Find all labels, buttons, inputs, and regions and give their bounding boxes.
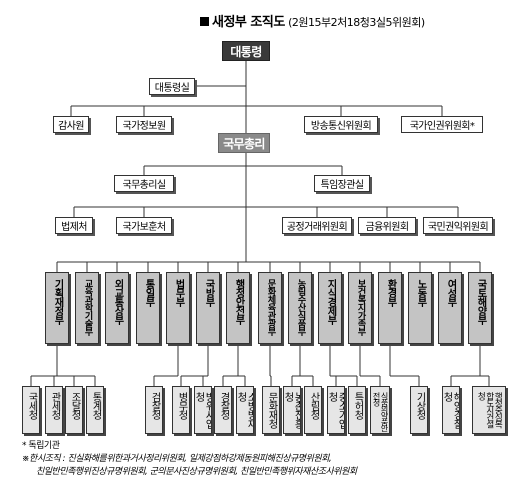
ministry-label: 국방부: [203, 279, 214, 306]
note-temp-line-2: 친일반민족행위진상규명위원회, 군의문사진상규명위원회, 친일반민족행위자재산조…: [36, 467, 357, 477]
ministry-label: 외교통상부: [112, 279, 123, 324]
agency-box: 관세청: [45, 386, 63, 434]
pm-office-box: 국무총리실: [114, 175, 174, 192]
agency-label: 농촌진흥청: [283, 392, 301, 428]
agency-box: 특허청: [348, 386, 366, 434]
ministry-label: 여성부: [445, 279, 456, 306]
special-affairs-box: 특임장관실: [314, 175, 370, 192]
agency-box: 소방방재청: [236, 386, 254, 434]
ministry-box: 환경부: [378, 272, 402, 344]
chart-title-main: 새정부 조직도: [212, 15, 285, 30]
nis-box: 국가정보원: [116, 116, 172, 133]
ministry-label: 노동부: [415, 279, 426, 306]
veterans-box: 국가보훈처: [116, 217, 172, 234]
footnotes: * 독립기관 ※한시조직 : 진실화해를위한과거사정리위원회, 일제강점하강제동…: [22, 440, 357, 479]
ministry-box: 지식경제부: [318, 272, 342, 344]
agency-box: 농촌진흥청: [283, 386, 301, 434]
agency-label: 국세청: [26, 392, 37, 419]
human-rights-commission-box: 국가인권위원회*: [401, 116, 483, 133]
agency-label: 검찰청: [149, 392, 160, 419]
acrc-box: 국민권익위원회: [423, 217, 493, 234]
square-bullet-icon: [200, 17, 209, 26]
agency-label: 통계청: [90, 392, 101, 419]
agency-box: 병무청: [172, 386, 190, 434]
agency-label: 경찰청: [218, 392, 229, 419]
ministry-label: 지식경제부: [325, 279, 336, 324]
chart-title: 새정부 조직도 (2원15부2처18청3실5위원회): [200, 11, 425, 30]
agency-box: 해양경찰청: [442, 386, 460, 434]
kcc-box: 방송통신위원회: [304, 116, 378, 133]
ministry-box: 보건복지가족부: [348, 272, 372, 344]
ministry-label: 기획재정부: [52, 279, 63, 324]
agency-box: 산림청: [304, 386, 322, 434]
ftc-box: 공정거래위원회: [282, 217, 352, 234]
agency-box: 행정중심복합도시건설청: [472, 386, 506, 434]
ministry-box: 농림수산식품부: [288, 272, 312, 344]
agency-box: 기상청: [410, 386, 428, 434]
agency-label: 특허청: [352, 392, 363, 419]
note-temp-line-1: 진실화해를위한과거사정리위원회, 일제강점하강제동원피해진상규명위원회,: [67, 454, 332, 464]
agency-label: 행정중심복합도시건설청: [475, 392, 503, 427]
ministry-box: 노동부: [408, 272, 432, 344]
ministry-label: 행정안전부: [233, 279, 244, 324]
agency-box: 검찰청: [145, 386, 163, 434]
agency-label: 해양경찰청: [442, 392, 460, 428]
ministry-box: 기획재정부: [45, 272, 69, 344]
note-independent: * 독립기관: [22, 441, 60, 451]
agency-label: 조달청: [69, 392, 80, 419]
agency-label: 중소기업청: [327, 392, 345, 428]
ministry-label: 통일부: [143, 279, 154, 306]
ministry-box: 문화체육관광부: [258, 272, 282, 344]
agency-label: 문화재청: [266, 392, 277, 428]
presidential-office-box: 대통령실: [149, 78, 195, 95]
legislation-box: 법제처: [55, 217, 93, 234]
agency-box: 통계청: [86, 386, 104, 434]
ministry-label: 법무부: [173, 279, 184, 306]
president-box: 대통령: [222, 41, 270, 61]
agency-label: 기상청: [414, 392, 425, 419]
agency-label: 소방방재청: [236, 392, 254, 428]
ministry-box: 행정안전부: [226, 272, 250, 344]
agency-label: 식품의약품안전청: [372, 392, 389, 431]
ministry-box: 외교통상부: [105, 272, 129, 344]
agency-label: 관세청: [49, 392, 60, 419]
ministry-label: 환경부: [385, 279, 396, 306]
prime-minister-box: 국무총리: [218, 133, 270, 153]
ministry-label: 보건복지가족부: [355, 279, 366, 335]
ministry-box: 교육과학기술부: [75, 272, 99, 344]
chart-title-sub: (2원15부2처18청3실5위원회): [288, 16, 425, 29]
agency-box: 방위사업청: [194, 386, 212, 434]
agency-box: 조달청: [65, 386, 83, 434]
ministry-label: 문화체육관광부: [265, 279, 276, 335]
ministry-label: 농림수산식품부: [295, 279, 306, 335]
agency-label: 산림청: [308, 392, 319, 419]
agency-label: 병무청: [176, 392, 187, 419]
agency-box: 식품의약품안전청: [370, 386, 390, 434]
board-of-audit-box: 감사원: [53, 116, 89, 133]
ministry-box: 국토해양부: [468, 272, 492, 344]
ministry-label: 국토해양부: [475, 279, 486, 324]
ministry-box: 법무부: [166, 272, 190, 344]
ministry-box: 여성부: [438, 272, 462, 344]
fsc-box: 금융위원회: [358, 217, 416, 234]
agency-box: 국세청: [22, 386, 40, 434]
note-temp-label: ※한시조직 :: [22, 454, 66, 464]
ministry-label: 교육과학기술부: [82, 279, 93, 335]
agency-box: 문화재청: [262, 386, 280, 434]
ministry-box: 통일부: [136, 272, 160, 344]
agency-box: 경찰청: [214, 386, 232, 434]
agency-box: 중소기업청: [327, 386, 345, 434]
ministry-box: 국방부: [196, 272, 220, 344]
agency-label: 방위사업청: [194, 392, 212, 428]
